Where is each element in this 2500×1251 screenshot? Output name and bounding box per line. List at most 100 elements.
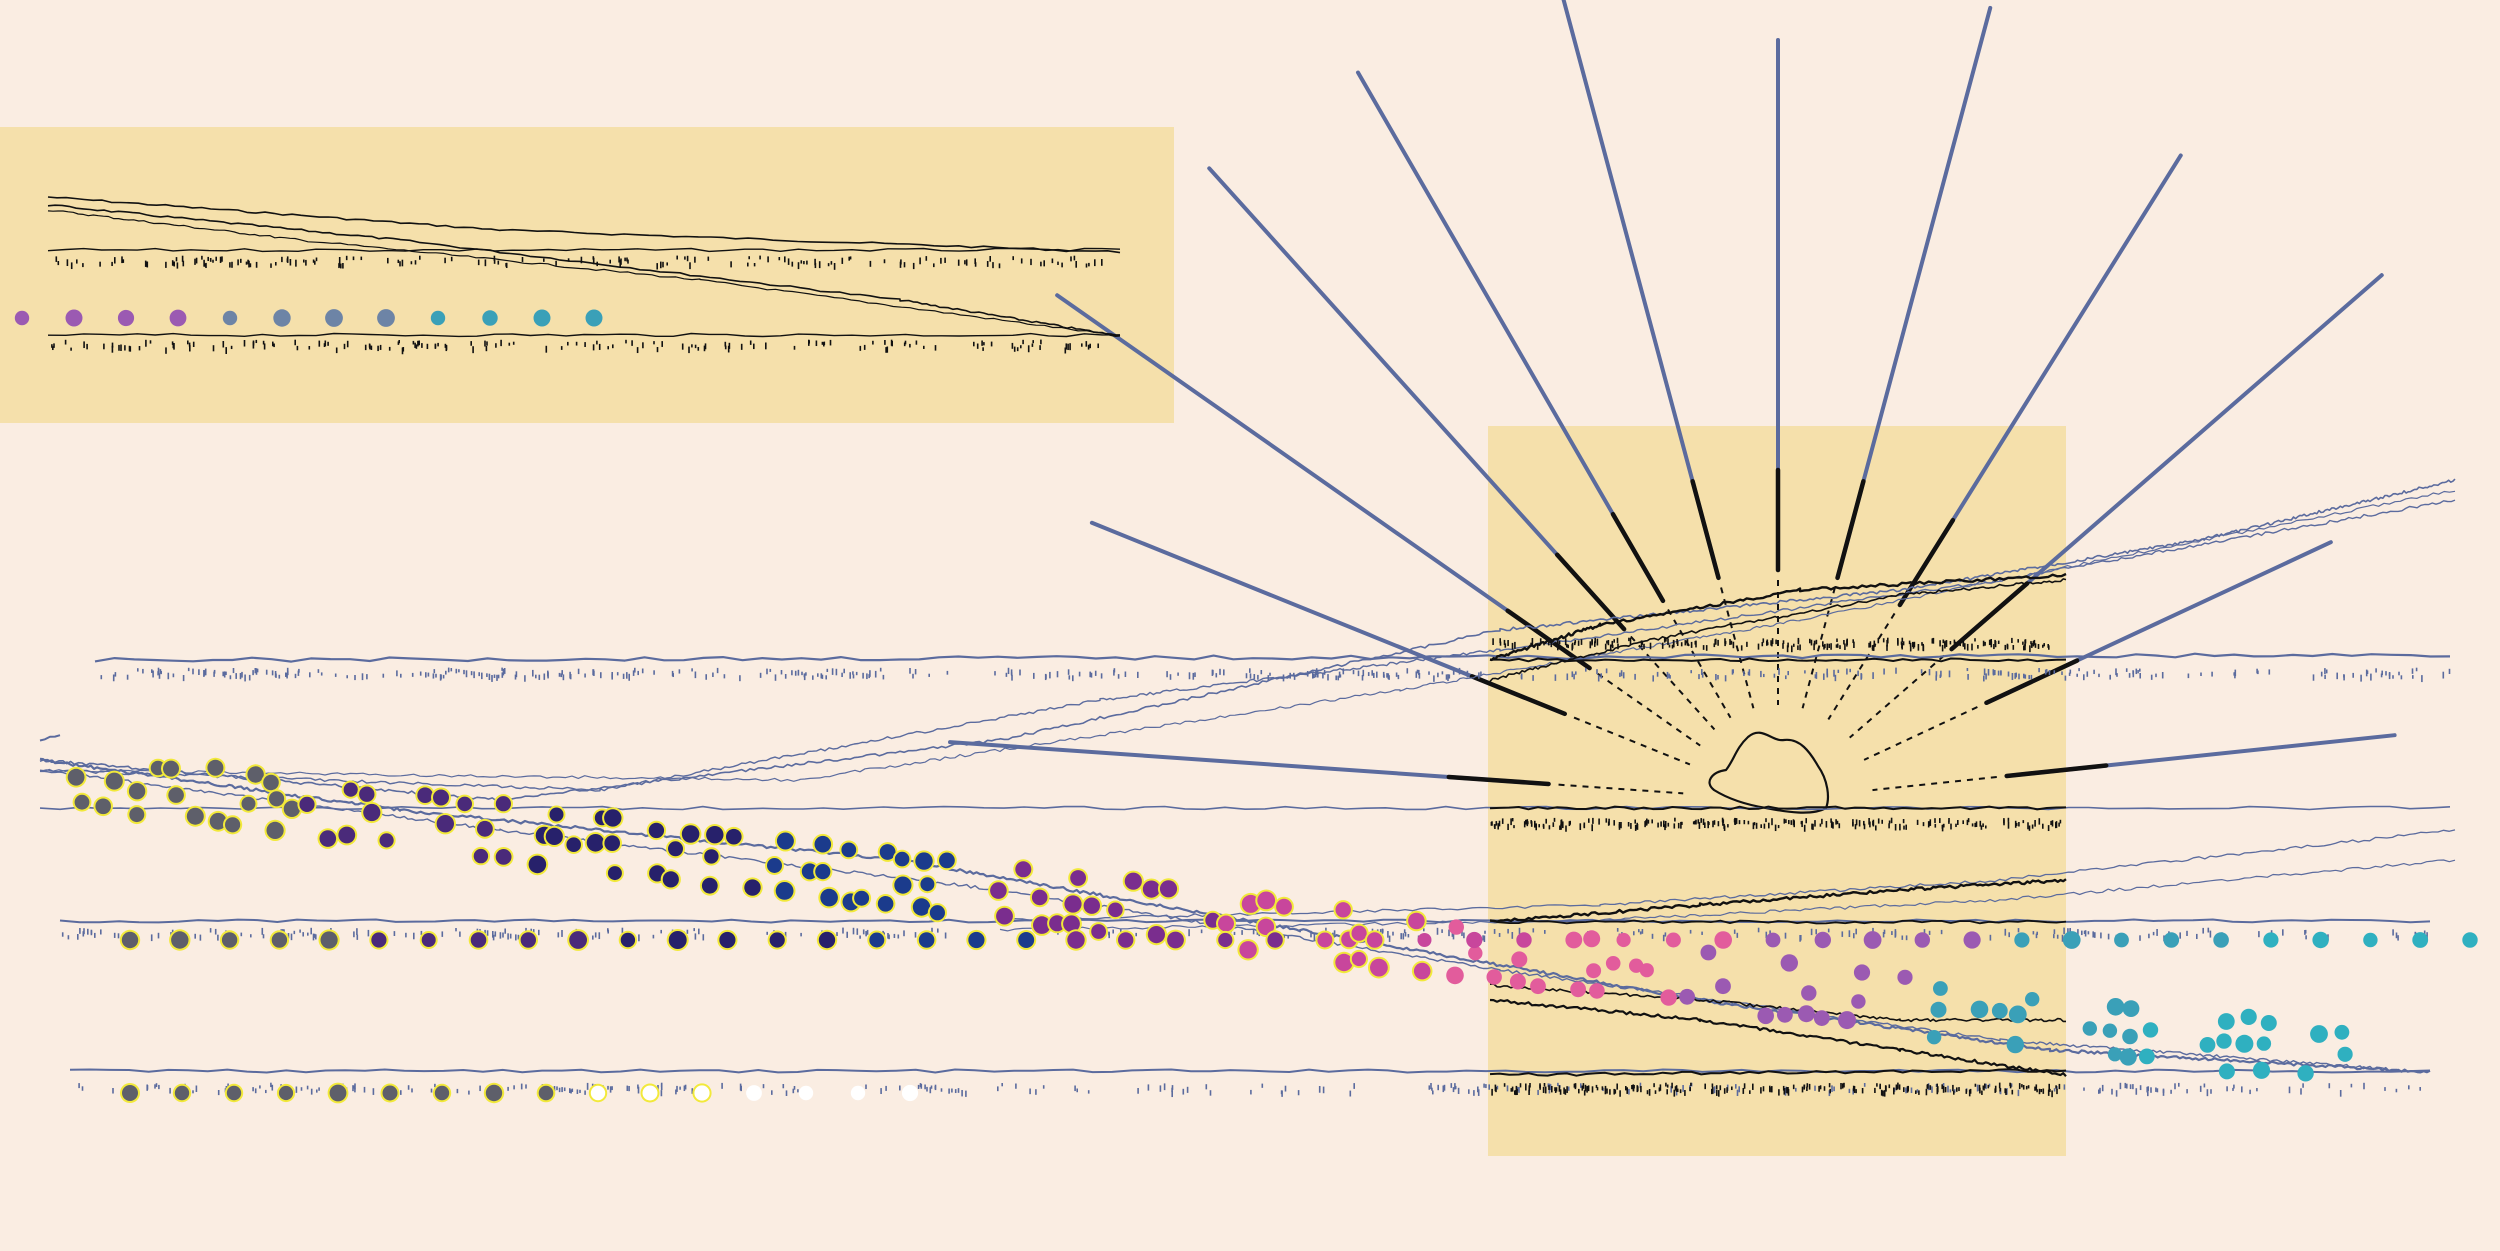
panel-c-speck-80	[1516, 1088, 1518, 1095]
panel-b-speck-189	[2015, 822, 2018, 827]
blue-c-speck-82	[270, 1082, 272, 1088]
panel-a-speck-84	[1939, 640, 1941, 647]
blue-a-speck-13	[1967, 674, 1969, 680]
dot-203	[1565, 931, 1583, 949]
blue-b-speck-186	[2282, 929, 2284, 936]
blue-c-speck-77	[1675, 1089, 1678, 1096]
panel-b-speck-141	[2055, 821, 2058, 828]
panel-b-speck-4	[1966, 819, 1969, 826]
inset-b-speck-137	[821, 341, 824, 345]
blue-c-speck-139	[2126, 1083, 2128, 1089]
panel-b-speck-122	[1971, 823, 1974, 827]
blue-a-speck-261	[1452, 670, 1455, 675]
panel-b-speck-180	[1863, 820, 1865, 826]
blue-b-speck-218	[1498, 933, 1501, 937]
dot-180	[421, 933, 436, 947]
blue-a-speck-192	[547, 670, 549, 677]
panel-b-speck-42	[1763, 823, 1766, 829]
dot-142	[1851, 994, 1866, 1009]
blue-c-speck-298	[316, 1089, 318, 1093]
dot-120	[1511, 951, 1528, 968]
inset-a-speck-55	[497, 260, 500, 265]
panel-b-speck-191	[1560, 819, 1562, 826]
panel-b-speck-75	[1777, 825, 1780, 829]
blue-a-speck-165	[909, 668, 911, 674]
panel-b-speck-138	[1494, 824, 1496, 830]
inset-a-speck-69	[201, 255, 203, 260]
dot-22	[207, 759, 224, 776]
blue-b-speck-224	[1664, 932, 1667, 937]
blue-b-speck-97	[866, 929, 869, 935]
blue-a-speck-380	[1895, 667, 1897, 674]
blue-a-speck-398	[1212, 669, 1214, 675]
inset-b-speck-76	[421, 343, 423, 348]
panel-c-speck-61	[1671, 1082, 1673, 1089]
blue-b-speck-204	[607, 928, 609, 932]
blue-a-speck-54	[354, 675, 356, 681]
blue-a-speck-288	[1090, 672, 1093, 678]
blue-c-speck-253	[2150, 1087, 2152, 1093]
panel-b-speck-144	[1607, 821, 1610, 826]
blue-c-speck-283	[2156, 1088, 2159, 1093]
panel-a-speck-35	[1596, 638, 1599, 646]
panel-c-speck-100	[1573, 1083, 1576, 1088]
panel-a-speck-142	[1740, 645, 1743, 651]
inset-a-speck-109	[944, 257, 946, 263]
panel-a-speck-169	[1665, 638, 1667, 642]
blue-a-speck-399	[1940, 670, 1942, 677]
panel-c-speck-86	[2025, 1085, 2028, 1090]
inset-a-speck-154	[797, 262, 800, 270]
dot-31	[299, 796, 315, 813]
blue-a-speck-212	[1597, 674, 1600, 682]
inset-b-speck-44	[1020, 345, 1022, 349]
panel-b-speck-9	[2022, 820, 2025, 824]
panel-b-speck-198	[1634, 819, 1636, 824]
blue-a-speck-87	[1743, 671, 1745, 677]
dot-195	[1167, 931, 1184, 949]
dot-78	[894, 851, 910, 867]
panel-c-speck-35	[1666, 1089, 1668, 1095]
dot-233	[694, 1085, 710, 1101]
blue-a-speck-169	[1804, 670, 1806, 674]
panel-c-speck-77	[1742, 1088, 1745, 1094]
blue-a-speck-302	[1715, 674, 1717, 681]
blue-a-speck-60	[780, 670, 783, 675]
blue-b-speck-17	[1200, 929, 1203, 934]
panel-a-speck-4	[1815, 639, 1818, 645]
blue-c-speck-248	[1736, 1089, 1739, 1096]
dot-62	[704, 849, 719, 864]
blue-a-speck-317	[1857, 670, 1859, 677]
inset-a-speck-84	[144, 260, 147, 267]
blue-a-speck-304	[2053, 670, 2056, 675]
dot-207	[1765, 932, 1781, 948]
dot-26	[241, 796, 256, 811]
blue-a-speck-211	[831, 668, 834, 675]
blue-c-speck-53	[1015, 1083, 1017, 1089]
inset-b-speck-13	[727, 345, 730, 353]
blue-a-speck-197	[1701, 669, 1703, 675]
blue-b-speck-230	[1633, 931, 1635, 936]
blue-a-speck-14	[869, 670, 871, 677]
blue-c-speck-105	[1485, 1084, 1487, 1089]
blue-a-speck-323	[157, 667, 160, 675]
panel-c-speck-167	[2047, 1089, 2050, 1096]
blue-a-speck-350	[678, 669, 681, 674]
blue-c-speck-12	[637, 1086, 640, 1094]
panel-a-speck-190	[1574, 640, 1577, 644]
dot-200	[1417, 933, 1432, 947]
blue-a-speck-101	[634, 667, 636, 673]
blue-c-speck-101	[1549, 1084, 1552, 1091]
blue-c-speck-2	[78, 1083, 80, 1089]
inset-a-speck-68	[444, 257, 446, 264]
inset-b-speck-81	[417, 340, 419, 347]
panel-b-speck-113	[1735, 818, 1738, 824]
blue-a-speck-320	[1620, 670, 1623, 677]
blue-a-speck-99	[1418, 673, 1421, 679]
blue-b-speck-164	[598, 932, 601, 940]
blue-a-speck-225	[1249, 668, 1251, 673]
dot-157	[2122, 1028, 2138, 1045]
panel-a-speck-17	[1611, 640, 1614, 647]
blue-c-speck-112	[571, 1088, 574, 1092]
panel-b-speck-70	[1634, 824, 1637, 831]
